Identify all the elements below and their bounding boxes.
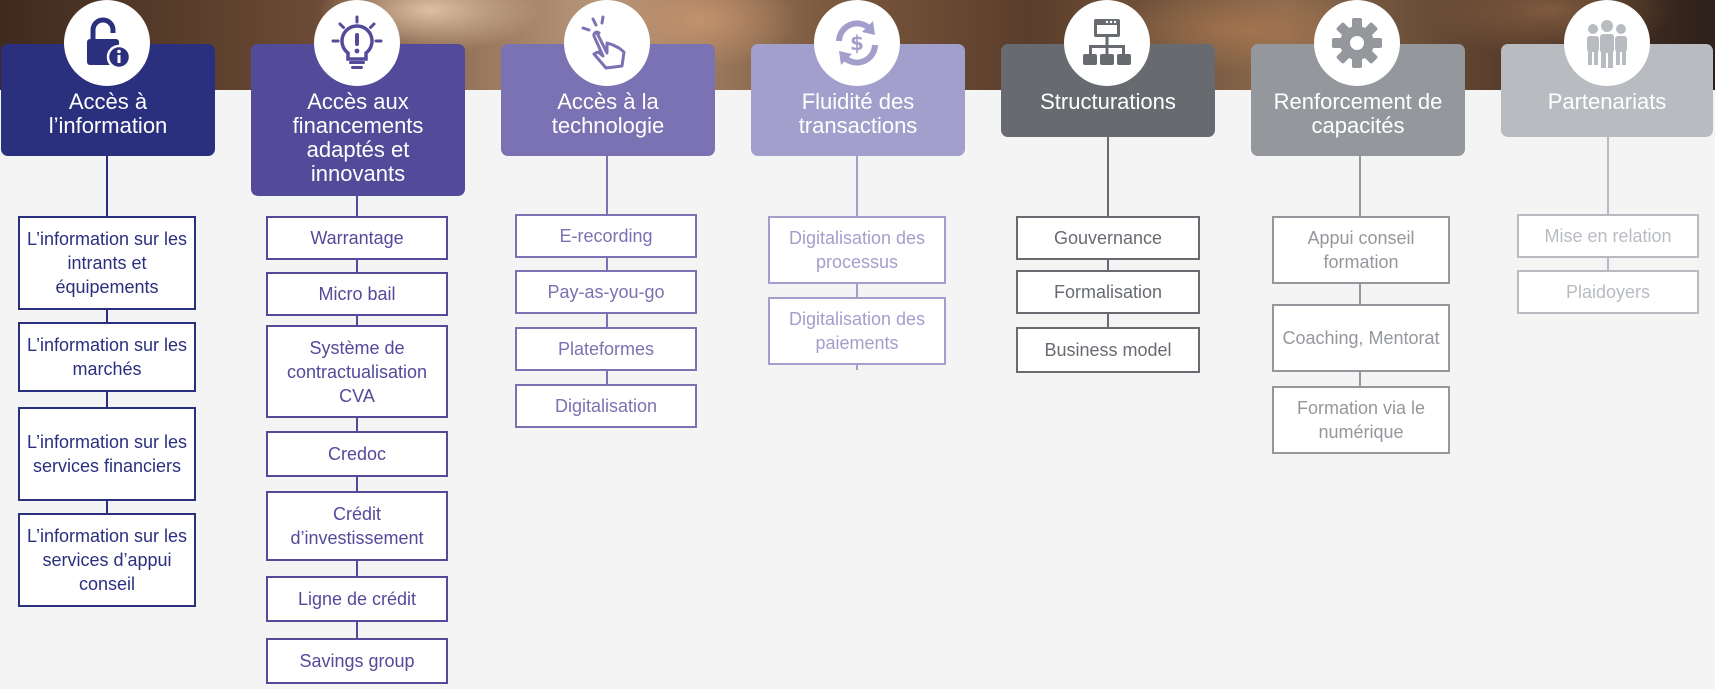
item-box: L’information sur les services financier… [18, 407, 196, 501]
lightbulb-icon [331, 15, 383, 69]
item-box: Micro bail [266, 272, 448, 316]
item-box: Savings group [266, 638, 448, 684]
item-box: L’information sur les intrants et équipe… [18, 216, 196, 310]
gear-icon [1332, 18, 1382, 68]
item-box: Digitalisation des paiements [768, 297, 946, 365]
svg-text:$: $ [850, 31, 864, 55]
dollar-cycle-icon: $ [836, 20, 878, 66]
group-people-icon [1587, 20, 1627, 68]
item-box: Digitalisation des processus [768, 216, 946, 284]
column-title: Renforcement de capacités [1273, 89, 1443, 138]
unlock-info-icon [87, 17, 132, 70]
item-box: Ligne de crédit [266, 576, 448, 622]
column-header-partners: Partenariats [1501, 44, 1713, 137]
icon-badge [64, 0, 150, 86]
item-box: Credoc [266, 431, 448, 477]
item-box: Crédit d’investissement [266, 491, 448, 561]
column-title: Accès aux financements adaptés et innova… [292, 89, 424, 186]
item-box: L’information sur les marchés [18, 322, 196, 392]
item-box: Plateformes [515, 327, 697, 371]
item-box: Warrantage [266, 216, 448, 260]
column-title: Accès à la technologie [551, 89, 665, 138]
column-title: Structurations [1040, 89, 1176, 114]
column-title: Fluidité des transactions [798, 89, 918, 138]
item-box: Pay-as-you-go [515, 270, 697, 314]
item-box: Business model [1016, 327, 1200, 373]
item-box: Digitalisation [515, 384, 697, 428]
item-box: Système de contractualisation CVA [266, 325, 448, 418]
item-box: L’information sur les services d’appui c… [18, 513, 196, 607]
connector-line [356, 190, 358, 665]
icon-badge: $ [814, 0, 900, 86]
item-box: Appui conseil formation [1272, 216, 1450, 284]
icon-badge [564, 0, 650, 86]
column-title: Accès à l’information [48, 89, 168, 138]
item-box: Plaidoyers [1517, 270, 1699, 314]
icon-badge [1064, 0, 1150, 86]
item-box: Coaching, Mentorat [1272, 304, 1450, 372]
icon-badge [1564, 0, 1650, 86]
item-box: Gouvernance [1016, 216, 1200, 260]
org-chart-icon [1083, 19, 1131, 65]
column-header-transactions: Fluidité des transactions [751, 44, 965, 156]
item-box: E-recording [515, 214, 697, 258]
column-header-structure: Structurations [1001, 44, 1215, 137]
tap-hand-icon [581, 15, 626, 70]
icon-badge [314, 0, 400, 86]
connector-line [1359, 150, 1361, 420]
item-box: Formation via le numérique [1272, 386, 1450, 454]
item-box: Mise en relation [1517, 214, 1699, 258]
column-title: Partenariats [1547, 89, 1667, 114]
icon-badge [1314, 0, 1400, 86]
item-box: Formalisation [1016, 270, 1200, 314]
connector-line [1607, 128, 1609, 290]
